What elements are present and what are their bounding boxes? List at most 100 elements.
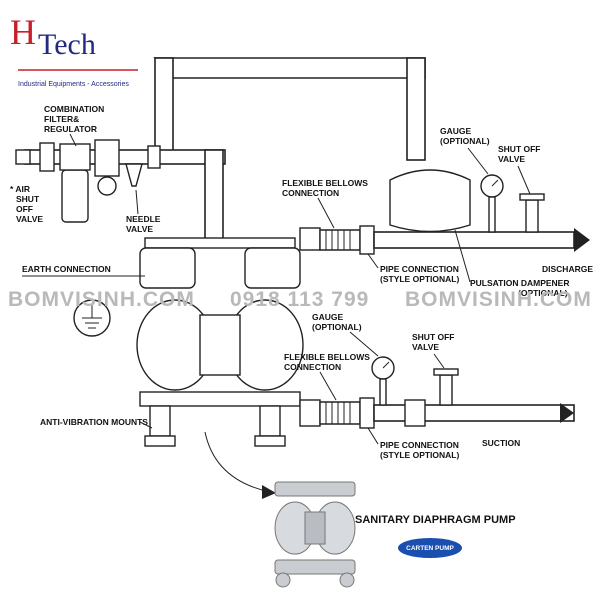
label-suction: SUCTION: [482, 438, 520, 448]
air-inlet-fitting: [15, 149, 31, 165]
filter-bowl: [61, 169, 89, 223]
photo-top-manifold: [274, 481, 356, 497]
top-manifold: [144, 237, 296, 249]
label-pipe-bot-1: PIPE CONNECTION: [380, 440, 459, 450]
discharge-arrow-icon: [574, 228, 590, 252]
label-air-4: VALVE: [16, 214, 43, 224]
photo-center-block: [304, 511, 326, 545]
air-riser-right: [406, 57, 426, 161]
discharge-pipe-connection: [359, 225, 375, 255]
label-needle-1: NEEDLE: [126, 214, 161, 224]
suction-pipe-connection: [359, 397, 375, 429]
label-pipe-top-2: (STYLE OPTIONAL): [380, 274, 460, 284]
suction-arrow-icon: [560, 403, 574, 423]
right-mount: [259, 405, 281, 437]
label-air-3: OFF: [16, 204, 33, 214]
suction-pipe: [373, 404, 575, 422]
label-combination-3: REGULATOR: [44, 124, 97, 134]
watermark-right: BOMVISINH.COM: [405, 288, 592, 311]
label-shutoff-top-2: VALVE: [498, 154, 525, 164]
label-combination-1: COMBINATION: [44, 104, 104, 114]
left-mount-foot: [144, 435, 176, 447]
logo-letter-h: H: [10, 12, 36, 52]
logo-tagline: Industrial Equipments - Accessories: [18, 81, 129, 88]
label-fb-bot-1: FLEXIBLE BELLOWS: [284, 352, 370, 362]
label-air-1: * AIR: [10, 184, 30, 194]
label-fb-top-1: FLEXIBLE BELLOWS: [282, 178, 368, 188]
suction-line: [299, 356, 575, 429]
right-outlet-chamber: [244, 247, 301, 289]
photo-right-port: [339, 572, 355, 588]
air-supply-piping: [15, 57, 426, 241]
left-outlet-chamber: [139, 247, 196, 289]
leader-pipe-bot: [367, 427, 379, 445]
label-gauge-top-1: GAUGE: [440, 126, 472, 136]
htech-logo: H Tech Industrial Equipments - Accessori…: [10, 12, 138, 88]
leader-shutoff-bot: [433, 353, 445, 369]
earth-symbol: [73, 299, 111, 337]
logo-word-tech: Tech: [38, 28, 96, 61]
leader-pipe-top: [367, 253, 379, 269]
label-pulsation-1: PULSATION DAMPENER: [470, 278, 570, 288]
leader-combination: [69, 133, 77, 147]
label-pipe-bot-2: (STYLE OPTIONAL): [380, 450, 460, 460]
leader-shutoff-top: [517, 165, 531, 195]
right-mount-foot: [254, 435, 286, 447]
bottom-manifold: [139, 391, 301, 407]
watermark-left: BOMVISINH.COM: [8, 288, 195, 311]
discharge-shutoff-valve: [525, 199, 539, 233]
label-fb-top-2: CONNECTION: [282, 188, 339, 198]
label-needle-2: VALVE: [126, 224, 153, 234]
regulator-body: [94, 139, 120, 177]
filter-head: [59, 143, 91, 171]
discharge-line: [299, 169, 590, 255]
left-mount: [149, 405, 171, 437]
diaphragm-pump: [136, 237, 304, 447]
discharge-flange: [299, 227, 321, 251]
discharge-pipe: [373, 231, 575, 249]
watermark-phone: 0918 113 799: [230, 288, 369, 311]
air-shutoff-valve: [39, 142, 55, 172]
photo-bottom-manifold: [274, 559, 356, 575]
leader-pulsation: [454, 229, 471, 283]
suction-tee: [404, 399, 426, 427]
leader-gauge-top: [467, 147, 489, 175]
suction-shutoff-valve: [439, 374, 453, 406]
label-earth: EARTH CONNECTION: [22, 264, 111, 274]
product-pointer: [204, 431, 271, 493]
air-riser-left: [154, 57, 174, 154]
needle-valve: [125, 163, 143, 187]
product-pointer-arrowhead-icon: [262, 485, 276, 499]
leader-fb-bot: [319, 371, 337, 401]
regulator-knob: [97, 176, 117, 196]
label-pipe-top-1: PIPE CONNECTION: [380, 264, 459, 274]
air-drop-to-pump: [204, 149, 224, 241]
label-fb-bot-2: CONNECTION: [284, 362, 341, 372]
label-discharge: DISCHARGE: [542, 264, 593, 274]
label-shutoff-top-1: SHUT OFF: [498, 144, 541, 154]
carten-logo-badge: [398, 538, 462, 558]
carten-pump-logo: CARTEN PUMP: [398, 538, 462, 558]
label-shutoff-bot-1: SHUT OFF: [412, 332, 455, 342]
suction-flange: [299, 399, 321, 427]
photo-left-port: [275, 572, 291, 588]
leader-gauge-bot: [349, 331, 379, 357]
label-anti-vibration: ANTI-VIBRATION MOUNTS: [40, 417, 148, 427]
leader-anti-vibration: [139, 421, 153, 429]
carten-logo-text: CARTEN PUMP: [406, 545, 454, 552]
label-gauge-bot-1: GAUGE: [312, 312, 344, 322]
center-air-block: [199, 314, 241, 376]
air-line-horizontal: [24, 149, 226, 165]
pulsation-dampener: [389, 169, 471, 233]
leader-fb-top: [317, 197, 335, 229]
product-photo: [274, 481, 356, 588]
top-air-loop-pipe: [153, 57, 426, 79]
label-pulsation-2: (OPTIONAL): [518, 288, 568, 298]
label-combination-2: FILTER&: [44, 114, 79, 124]
label-air-2: SHUT: [16, 194, 40, 204]
product-title: SANITARY DIAPHRAGM PUMP: [355, 514, 516, 526]
label-gauge-top-2: (OPTIONAL): [440, 136, 490, 146]
air-tee-fitting: [147, 145, 161, 169]
